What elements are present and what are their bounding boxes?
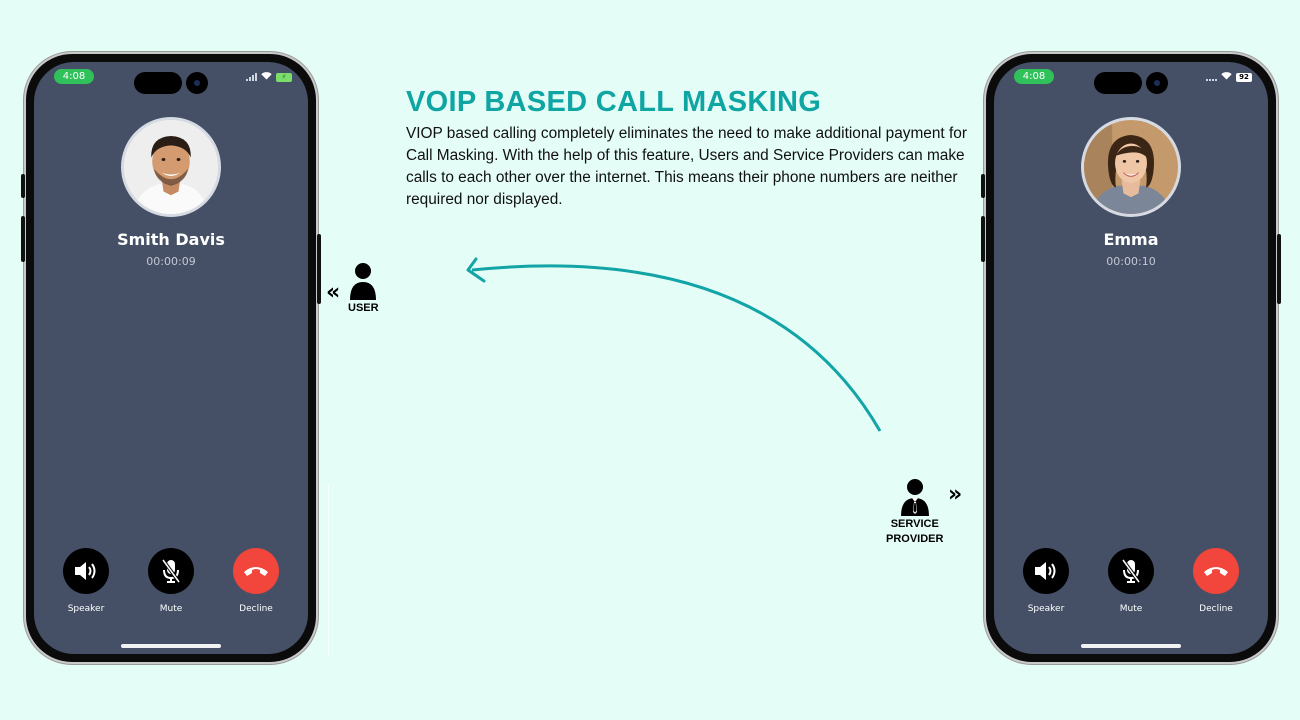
phone-side-button: [21, 216, 25, 262]
service-provider-label: SERVICE PROVIDER: [886, 518, 944, 545]
user-phone: 4:08 ⚡ Smith Davis 00:00:09: [21, 52, 321, 664]
caller-name: Emma: [1103, 230, 1159, 249]
decline-label: Decline: [239, 604, 273, 614]
service-provider-icon: [900, 479, 929, 516]
signal-icon: [246, 73, 257, 81]
service-provider-role-marker: SERVICE PROVIDER: [886, 478, 943, 547]
feature-description: VIOP based calling completely eliminates…: [406, 125, 967, 208]
speaker-button[interactable]: Speaker: [63, 548, 109, 614]
page-title: VOIP BASED CALL MASKING: [406, 86, 822, 118]
decline-button[interactable]: Decline: [233, 548, 279, 614]
speaker-icon[interactable]: [63, 548, 109, 594]
decline-button[interactable]: Decline: [1193, 548, 1239, 614]
mute-button[interactable]: Mute: [148, 548, 194, 614]
battery-icon: 92: [1236, 72, 1252, 82]
phone-power-button: [317, 234, 321, 304]
woman-avatar: [1081, 117, 1181, 217]
signal-icon: [1206, 73, 1217, 81]
battery-charging-icon: ⚡: [276, 72, 292, 82]
user-role-marker: USER: [348, 262, 379, 316]
front-camera: [1146, 72, 1168, 94]
phone-side-button: [21, 174, 25, 198]
dynamic-island: [134, 72, 182, 94]
speaker-button[interactable]: Speaker: [1023, 548, 1069, 614]
call-timer: 00:00:10: [1106, 255, 1156, 268]
speaker-icon[interactable]: [1023, 548, 1069, 594]
speaker-label: Speaker: [67, 604, 105, 614]
mute-mic-icon[interactable]: [148, 548, 194, 594]
decline-phone-icon[interactable]: [1193, 548, 1239, 594]
wifi-icon: [261, 71, 272, 83]
mute-button[interactable]: Mute: [1108, 548, 1154, 614]
phone-side-button: [981, 216, 985, 262]
decline-label: Decline: [1199, 604, 1233, 614]
dynamic-island: [1094, 72, 1142, 94]
chevron-right-icon: »: [948, 482, 963, 507]
mute-mic-icon[interactable]: [1108, 548, 1154, 594]
mute-label: Mute: [159, 604, 183, 614]
chevron-left-icon: «: [326, 280, 341, 305]
wifi-icon: [1221, 71, 1232, 83]
home-indicator: [1081, 644, 1181, 648]
home-indicator: [121, 644, 221, 648]
status-icons: ⚡: [246, 71, 292, 83]
call-screen: 4:08 ⚡ Smith Davis 00:00:09: [34, 62, 308, 654]
caller-name: Smith Davis: [117, 230, 225, 249]
front-camera: [186, 72, 208, 94]
service-provider-phone: 4:08 92 Emma: [981, 52, 1281, 664]
call-controls: Speaker Mute Decline: [994, 548, 1268, 614]
user-icon: [350, 263, 377, 300]
speaker-label: Speaker: [1027, 604, 1065, 614]
decline-phone-icon[interactable]: [233, 548, 279, 594]
status-time: 4:08: [54, 69, 94, 84]
call-screen: 4:08 92 Emma: [994, 62, 1268, 654]
man-avatar: [121, 117, 221, 217]
divider-line: [328, 485, 329, 657]
mute-label: Mute: [1119, 604, 1143, 614]
phone-side-button: [981, 174, 985, 198]
user-label: USER: [348, 302, 379, 314]
call-timer: 00:00:09: [146, 255, 196, 268]
call-controls: Speaker Mute Decline: [34, 548, 308, 614]
phone-power-button: [1277, 234, 1281, 304]
status-icons: 92: [1206, 71, 1252, 83]
status-time: 4:08: [1014, 69, 1054, 84]
